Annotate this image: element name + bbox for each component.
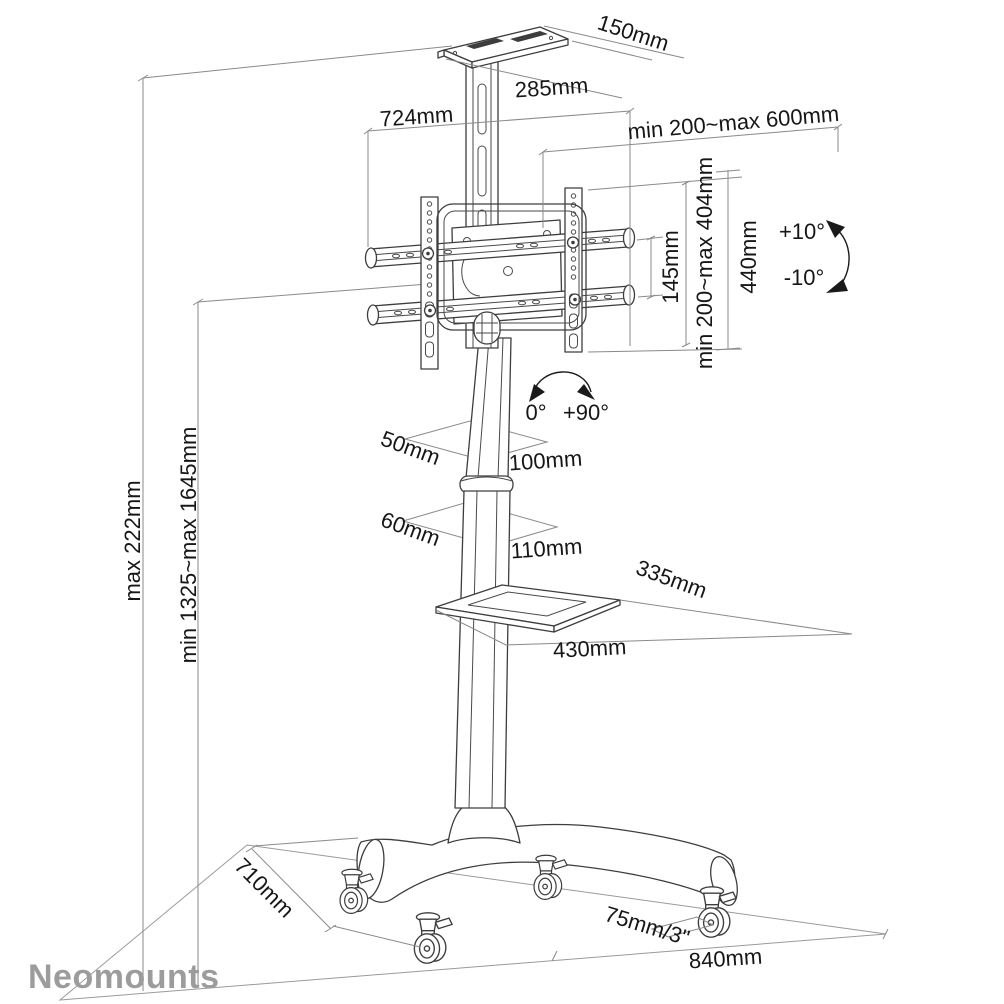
dim-label-height-range: min 1325~max 1645mm (176, 427, 201, 664)
dim-label-shelf-width: 430mm (552, 634, 627, 663)
bracket-lock-handle (473, 311, 501, 345)
vesa-strip-left (420, 196, 439, 370)
dim-label-base-depth: 710mm (230, 853, 300, 923)
caster (413, 912, 453, 964)
top-tray (437, 26, 569, 69)
bracket-clamp-frame (436, 203, 587, 331)
dim-label-tray-width: 285mm (514, 72, 589, 102)
swivel-arrow: 0° +90° (525, 371, 609, 425)
swivel-max-label: +90° (563, 400, 609, 425)
rail-screws (421, 236, 582, 317)
dim-label-rail-width: 724mm (379, 101, 454, 131)
tilt-arrow: +10° -10° (779, 219, 850, 293)
dim-label-vesa-width-range: min 200~max 600mm (627, 101, 841, 144)
vesa-bracket (364, 57, 636, 370)
tilt-down-label: -10° (784, 265, 825, 290)
dim-label-caster-size: 75mm/3" (602, 901, 693, 950)
vesa-strip-right (564, 187, 583, 353)
dim-label-overall-height: max 222mm (120, 480, 145, 601)
height-dimension-lines: max 222mm min 1325~max 1645mm (120, 45, 453, 991)
dim-label-upper-column-depth: 50mm (378, 426, 444, 470)
av-shelf (435, 584, 621, 633)
column-collar (459, 475, 514, 494)
dim-label-lower-column-width: 110mm (510, 534, 583, 564)
tilt-up-label: +10° (779, 219, 825, 244)
dim-label-shelf-depth: 335mm (633, 555, 710, 604)
swivel-min-label: 0° (525, 400, 546, 425)
center-column (447, 337, 521, 844)
dim-label-lower-column-depth: 60mm (378, 507, 444, 551)
dim-label-upper-column-width: 100mm (508, 445, 583, 475)
caster (533, 854, 568, 900)
dim-label-base-width: 840mm (688, 943, 763, 973)
floor-plane (58, 844, 887, 1001)
dim-label-vesa-height-range: min 200~max 404mm (692, 157, 717, 369)
dim-label-bracket-height: 440mm (736, 220, 761, 293)
brand-logo: Neomounts (28, 958, 220, 996)
dim-label-rail-spacing: 145mm (658, 230, 683, 303)
